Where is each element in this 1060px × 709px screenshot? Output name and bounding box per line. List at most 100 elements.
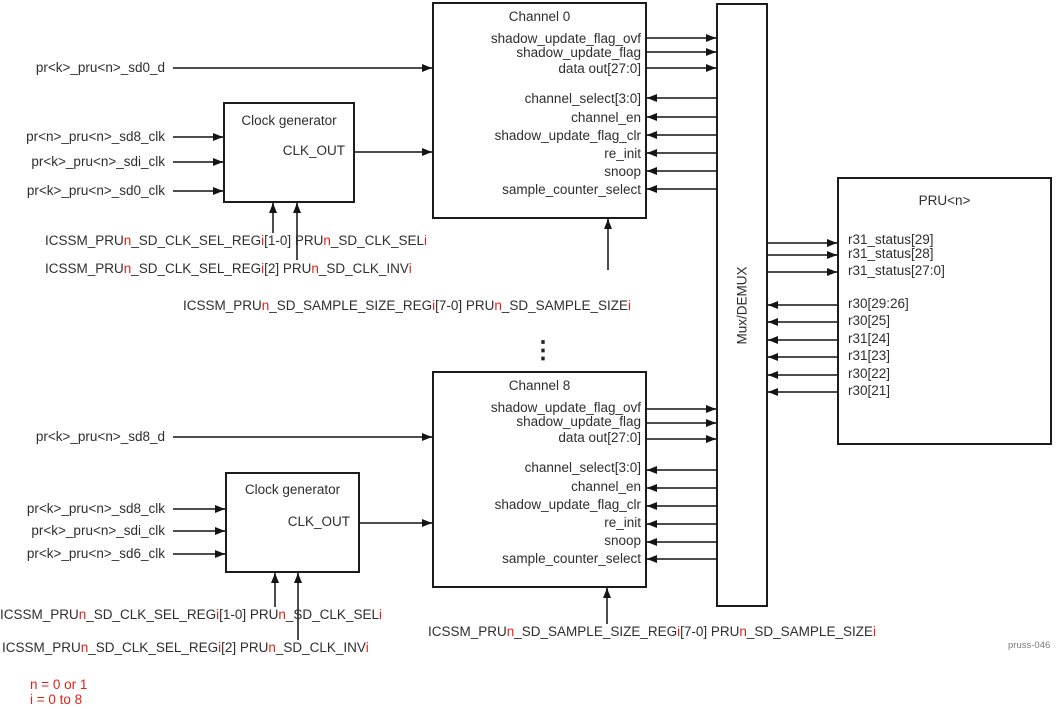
arrowhead xyxy=(292,203,301,213)
register-text-red-segment: i xyxy=(627,298,631,313)
channel0-input-label: channel_en xyxy=(571,110,641,125)
clock-generator-bottom-box: Clock generator CLK_OUT xyxy=(225,472,360,573)
pru-input-label: r31_status[29] xyxy=(848,232,934,247)
signal-line xyxy=(768,374,837,376)
signal-line xyxy=(647,37,716,39)
signal-line xyxy=(647,438,716,440)
register-text-red-segment: i xyxy=(365,640,369,655)
arrowhead xyxy=(268,203,277,213)
arrowhead xyxy=(647,537,657,546)
signal-line xyxy=(647,422,716,424)
channel8-title: Channel 8 xyxy=(508,378,571,393)
register-text-segment: _SD_SAMPLE_SIZE_REG xyxy=(514,624,678,639)
channel0-input-label: snoop xyxy=(604,164,641,179)
register-text-segment: [1-0] PRU xyxy=(264,233,324,248)
signal-line xyxy=(647,134,716,136)
signal-line xyxy=(297,573,299,640)
input-label-sdi-clk: pr<k>_pru<n>_sdi_clk xyxy=(31,523,165,538)
clock-generator-top-title: Clock generator xyxy=(241,113,337,128)
footnote-i-range: i = 0 to 8 xyxy=(30,692,83,707)
register-text-red-segment: i xyxy=(378,607,382,622)
signal-line xyxy=(768,339,837,341)
mux-demux-label: Mux/DEMUX xyxy=(734,265,750,345)
signal-line xyxy=(173,508,225,510)
arrowhead xyxy=(647,519,657,528)
clk-sel-register-text: ICSSM_PRUn_SD_CLK_SEL_REGi[1-0] PRUn_SD_… xyxy=(0,608,382,622)
signal-line xyxy=(647,541,716,543)
register-text-red-segment: n xyxy=(80,640,89,655)
arrowhead xyxy=(647,554,657,563)
register-text-segment: ICSSM_PRU xyxy=(0,607,79,622)
arrowhead xyxy=(647,130,657,139)
channel8-output-label: shadow_update_flag xyxy=(516,414,641,429)
register-text-segment: _SD_CLK_INV xyxy=(275,640,366,655)
arrowhead xyxy=(213,186,223,195)
register-text-red-segment: i xyxy=(261,233,265,248)
signal-line xyxy=(173,136,223,138)
pru-output-label: r31[23] xyxy=(848,348,891,363)
signal-line xyxy=(355,151,432,153)
register-text-segment: _SD_SAMPLE_SIZE xyxy=(501,298,628,313)
register-text-segment: [1-0] PRU xyxy=(219,607,279,622)
signal-line xyxy=(768,271,837,273)
clock-generator-top-box: Clock generator CLK_OUT xyxy=(223,102,355,203)
channel0-input-label: re_init xyxy=(604,146,641,161)
register-text-red-segment: i xyxy=(872,624,876,639)
arrowhead xyxy=(422,63,432,72)
arrowhead xyxy=(647,465,657,474)
arrowhead xyxy=(768,352,778,361)
channel0-box: Channel 0 shadow_update_flag_ovf shadow_… xyxy=(432,2,647,219)
signal-line xyxy=(296,203,298,260)
signal-line xyxy=(173,67,432,69)
channel8-input-label: shadow_update_flag_clr xyxy=(494,497,641,512)
register-text-red-segment: n xyxy=(123,233,132,248)
signal-line xyxy=(647,116,716,118)
arrowhead xyxy=(768,335,778,344)
signal-line xyxy=(173,530,225,532)
signal-line xyxy=(173,190,223,192)
pru-output-label: r30[21] xyxy=(848,383,891,398)
register-text-segment: _SD_SAMPLE_SIZE_REG xyxy=(269,298,433,313)
arrowhead xyxy=(647,483,657,492)
channel8-input-label: snoop xyxy=(604,533,641,548)
register-text-segment: _SD_CLK_SEL_REG xyxy=(86,607,217,622)
arrowhead xyxy=(602,588,611,598)
pru-output-label: r30[29:26] xyxy=(848,296,909,311)
register-text-segment: ICSSM_PRU xyxy=(428,624,507,639)
input-label-sd6-clk: pr<k>_pru<n>_sd6_clk xyxy=(26,546,165,561)
clk-inv-register-text: ICSSM_PRUn_SD_CLK_SEL_REGi[2] PRUn_SD_CL… xyxy=(45,262,412,276)
arrowhead xyxy=(647,184,657,193)
arrowhead xyxy=(706,47,716,56)
channel8-input-label: re_init xyxy=(604,515,641,530)
signal-line xyxy=(360,522,432,524)
register-text-red-segment: i xyxy=(261,261,265,276)
register-text-segment: [2] PRU xyxy=(221,640,269,655)
signal-line xyxy=(173,436,432,438)
signal-line xyxy=(607,219,609,270)
signal-line xyxy=(647,51,716,53)
arrowhead xyxy=(647,148,657,157)
signal-line xyxy=(647,152,716,154)
arrowhead xyxy=(215,549,225,558)
register-text-red-segment: n xyxy=(268,640,276,655)
vertical-ellipsis: ⋮ xyxy=(531,337,555,364)
arrowhead xyxy=(768,370,778,379)
signal-line xyxy=(173,553,225,555)
signal-line xyxy=(768,242,837,244)
signal-line xyxy=(768,391,837,393)
register-text-segment: _SD_CLK_SEL_REG xyxy=(131,233,262,248)
signal-line xyxy=(606,588,608,624)
arrowhead xyxy=(603,219,612,229)
channel8-input-label: channel_en xyxy=(571,479,641,494)
signal-line xyxy=(768,254,837,256)
register-text-red-segment: n xyxy=(78,607,87,622)
register-text-red-segment: n xyxy=(506,624,515,639)
arrowhead xyxy=(706,33,716,42)
channel8-box: Channel 8 shadow_update_flag_ovf shadow_… xyxy=(432,371,647,588)
clock-generator-bottom-title: Clock generator xyxy=(244,482,341,497)
input-label-sdi-clk: pr<k>_pru<n>_sdi_clk xyxy=(31,154,165,169)
arrowhead xyxy=(422,518,432,527)
arrowhead xyxy=(827,238,837,247)
register-text-red-segment: n xyxy=(323,233,331,248)
